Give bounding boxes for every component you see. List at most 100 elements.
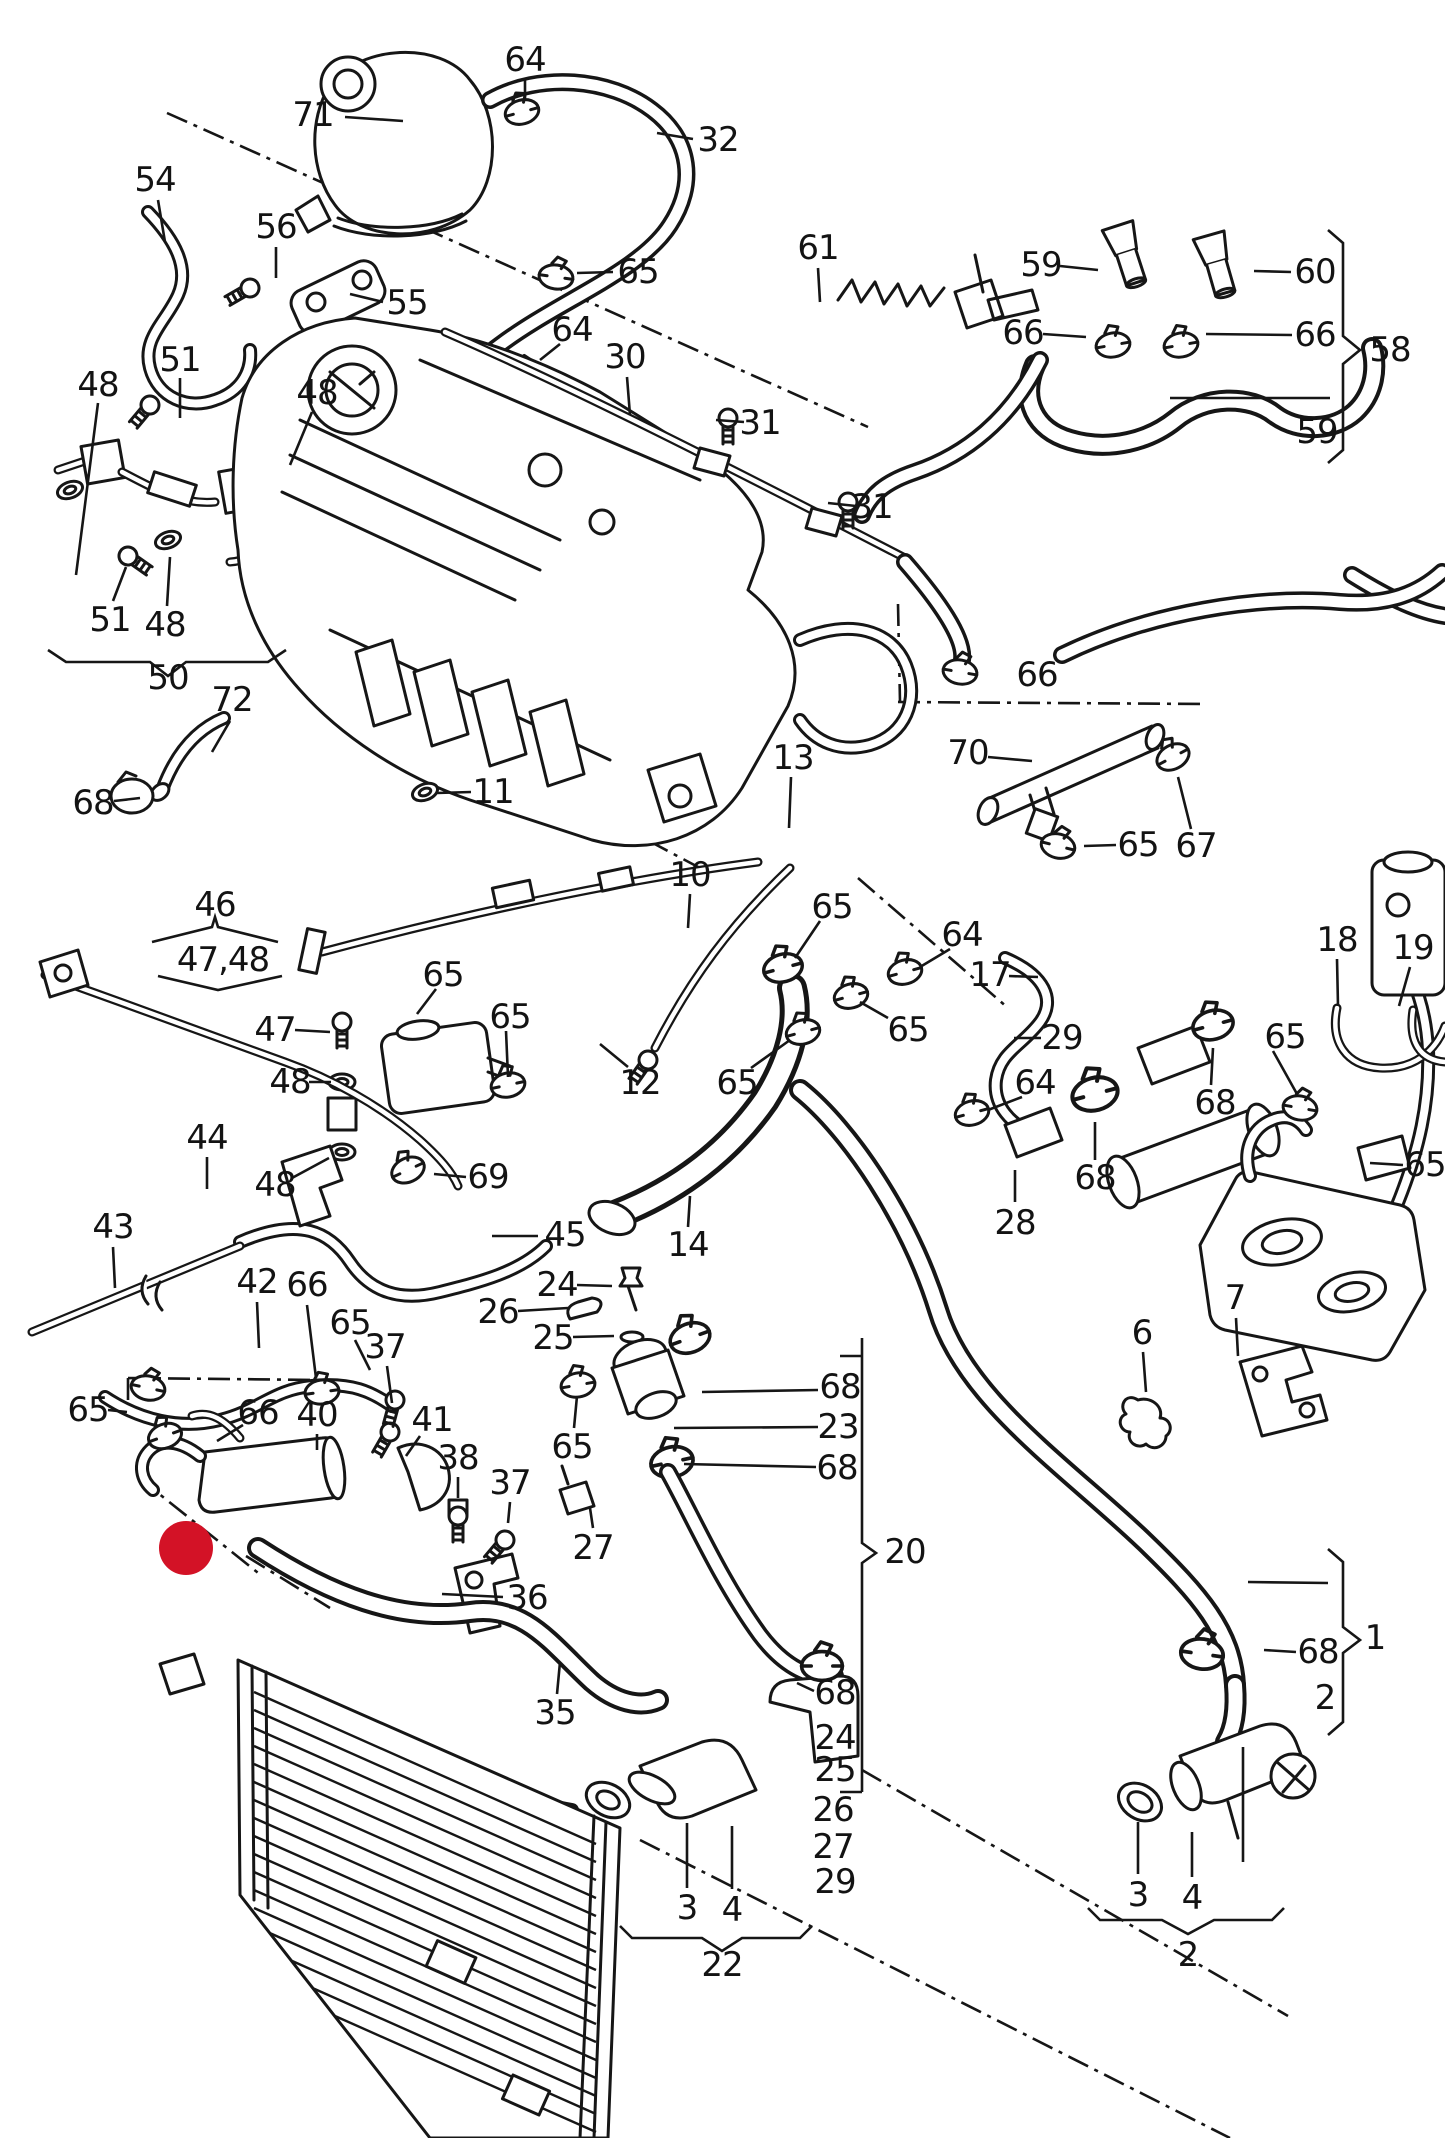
clip-26 (566, 1296, 603, 1321)
part-label-48-43: 48 (269, 1062, 311, 1102)
radiator-fin (253, 1870, 597, 2026)
part-label-65-46: 65 (1264, 1017, 1306, 1057)
part-label-26-63: 26 (477, 1292, 519, 1332)
part-label-65-75: 65 (551, 1427, 593, 1467)
pipe-46 (38, 948, 463, 1191)
leader-lines (74, 80, 1412, 1889)
part-label-48-16: 48 (77, 365, 119, 405)
part-label-68-54: 68 (1074, 1158, 1116, 1198)
hose-45 (233, 1221, 553, 1303)
part-label-43-55: 43 (92, 1207, 134, 1247)
radiator-fin (253, 1816, 597, 1972)
aux-pump-40 (135, 1409, 451, 1514)
reservoir-12 (326, 1011, 529, 1162)
part-label-6-68: 6 (1131, 1313, 1154, 1353)
callout-brackets (47, 229, 1363, 1953)
tee-2-group (1117, 1580, 1329, 1862)
part-label-2-93: 2 (1314, 1678, 1337, 1718)
water-pipe-70 (896, 553, 1445, 864)
part-label-51-22: 51 (89, 600, 131, 640)
part-label-40-71: 40 (296, 1395, 338, 1435)
part-label-68-92: 68 (1297, 1632, 1339, 1672)
part-label-25-64: 25 (532, 1318, 574, 1358)
part-label-65-30: 65 (1117, 825, 1159, 865)
radiator-fin (253, 1906, 597, 2062)
clip-6 (1118, 1396, 1172, 1450)
part-label-68-83: 68 (814, 1673, 856, 1713)
part-label-25-85: 25 (814, 1750, 856, 1790)
part-label-38-73: 38 (437, 1438, 479, 1478)
part-label-65-40: 65 (422, 955, 464, 995)
hose-54 (141, 205, 258, 411)
part-label-46-32: 46 (194, 885, 236, 925)
part-label-65-65: 65 (329, 1303, 371, 1343)
part-label-19-39: 19 (1392, 928, 1434, 968)
part-label-10-34: 10 (669, 855, 711, 895)
part-label-31-19: 31 (739, 403, 781, 443)
part-label-26-86: 26 (812, 1790, 854, 1830)
part-label-64-36: 64 (941, 915, 983, 955)
bracket-7 (1118, 1344, 1329, 1450)
radiator-fin (253, 1852, 597, 2008)
cable-guide-61 (836, 253, 1040, 330)
part-label-35-82: 35 (534, 1693, 576, 1733)
expansion-tank (294, 51, 494, 238)
part-label-36-80: 36 (506, 1578, 548, 1618)
part-label-22-91: 22 (701, 1945, 743, 1985)
heater-hoses-18-19 (1331, 1003, 1445, 1073)
part-label-20-81: 20 (884, 1532, 926, 1572)
part-label-13-28: 13 (772, 738, 814, 778)
radiator-fin (253, 1708, 597, 1864)
part-label-29-45: 29 (1041, 1018, 1083, 1058)
part-label-4-90: 4 (721, 1890, 744, 1930)
part-label-29-88: 29 (814, 1862, 856, 1902)
part-label-59-10: 59 (1020, 245, 1062, 285)
part-label-37-74: 37 (489, 1463, 531, 1503)
bracket-55 (221, 259, 387, 335)
part-label-48-18: 48 (296, 373, 338, 413)
radiator (158, 1652, 622, 2138)
part-label-48-52: 48 (254, 1165, 296, 1205)
part-label-65-35: 65 (811, 887, 853, 927)
part-label-68-26: 68 (72, 783, 114, 823)
part-label-42-60: 42 (236, 1262, 278, 1302)
part-label-14-57: 14 (667, 1225, 709, 1265)
hose-35 (247, 1537, 669, 1715)
radiator-fin (253, 1924, 597, 2080)
part-label-12-47: 12 (619, 1063, 661, 1103)
part-label-28-58: 28 (994, 1203, 1036, 1243)
part-label-27-87: 27 (812, 1827, 854, 1867)
part-label-27-79: 27 (572, 1528, 614, 1568)
part-label-4-96: 4 (1181, 1878, 1204, 1918)
part-label-66-12: 66 (1002, 313, 1044, 353)
part-label-11-27: 11 (472, 772, 514, 812)
part-label-47-41: 47 (254, 1010, 296, 1050)
part-label-67-31: 67 (1175, 826, 1217, 866)
pipe-43 (27, 1144, 344, 1337)
part-label-55-5: 55 (386, 283, 428, 323)
radiator-fin (253, 1762, 597, 1918)
part-label-58-14: 58 (1369, 330, 1411, 370)
part-label-41-72: 41 (411, 1400, 453, 1440)
radiator-fin (253, 1744, 597, 1900)
part-label-32-2: 32 (697, 120, 739, 160)
part-label-66-70: 66 (237, 1393, 279, 1433)
part-label-65-48: 65 (716, 1063, 758, 1103)
part-label-68-77: 68 (819, 1367, 861, 1407)
part-label-60-11: 60 (1294, 252, 1336, 292)
part-label-66-21: 66 (1016, 655, 1058, 695)
part-label-24-84: 24 (814, 1718, 856, 1758)
part-label-24-62: 24 (536, 1265, 578, 1305)
part-label-65-42: 65 (489, 997, 531, 1037)
oil-cooler (1198, 850, 1445, 1362)
part-label-71-0: 71 (292, 95, 334, 135)
part-label-50-24: 50 (147, 658, 189, 698)
part-label-1-94: 1 (1364, 1618, 1387, 1658)
part-label-18-38: 18 (1316, 920, 1358, 960)
part-label-51-17: 51 (159, 340, 201, 380)
part-label-44-50: 44 (186, 1118, 228, 1158)
part-label-3-89: 3 (676, 1888, 699, 1928)
part-label-69-53: 69 (467, 1157, 509, 1197)
